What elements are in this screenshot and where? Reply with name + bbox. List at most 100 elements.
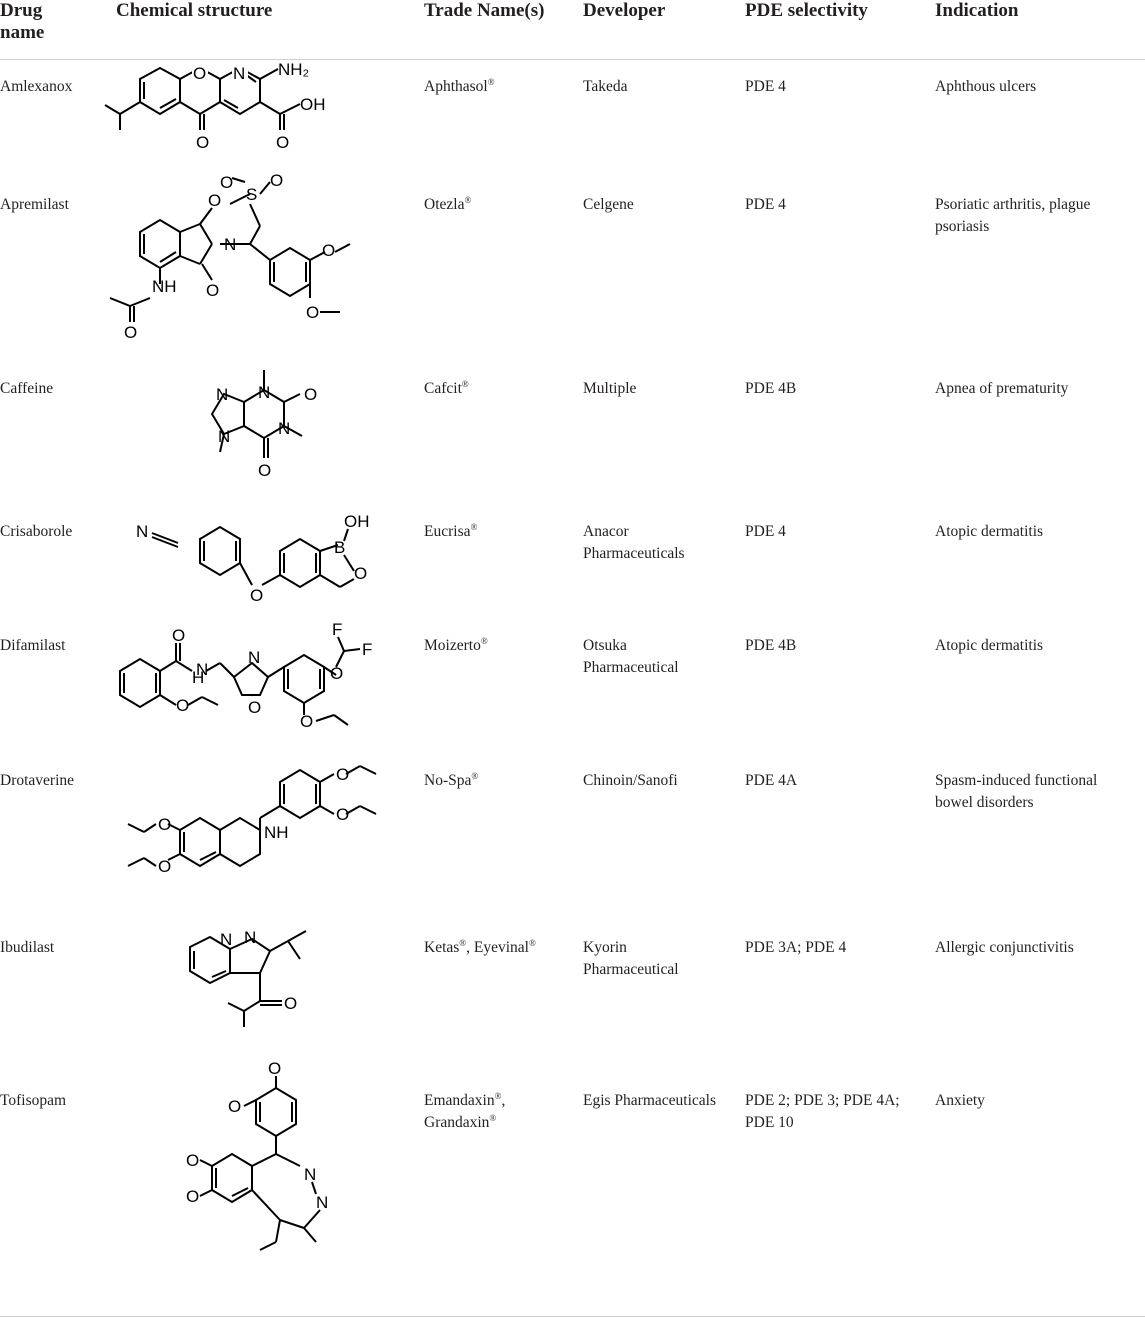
svg-text:F: F <box>362 640 372 659</box>
svg-text:H: H <box>192 668 204 687</box>
drug-name: Tofisopam <box>0 1092 67 1109</box>
developer: Otsuka Pharmaceutical <box>583 637 679 676</box>
developer: Kyorin Pharmaceutical <box>583 939 679 978</box>
footer-rule <box>0 1316 1145 1317</box>
developer: Egis Pharmaceuticals <box>583 1092 716 1109</box>
svg-text:N: N <box>304 1165 316 1184</box>
drug-name: Crisaborole <box>0 523 73 540</box>
pde-selectivity: PDE 4 <box>745 523 786 540</box>
svg-text:N: N <box>258 383 270 402</box>
svg-text:N: N <box>196 660 208 679</box>
svg-text:O: O <box>322 241 335 260</box>
drug-name: Amlexanox <box>0 78 73 95</box>
svg-text:O: O <box>186 1151 199 1170</box>
pde-selectivity: PDE 4 <box>745 78 786 95</box>
indication: Aphthous ulcers <box>935 78 1037 95</box>
svg-text:O: O <box>193 64 206 83</box>
svg-text:O: O <box>176 696 189 715</box>
svg-text:B: B <box>334 538 345 557</box>
svg-text:N: N <box>216 385 228 404</box>
difamilast-structure: O N H N O F F O O O <box>119 620 400 738</box>
header-rule <box>0 59 1145 60</box>
indication: Psoriatic arthritis, plague psoriasis <box>935 196 1091 235</box>
trade-names: Otezla® <box>424 194 472 213</box>
trade-names: Ketas®, Eyevinal® <box>424 937 536 956</box>
svg-text:OH: OH <box>344 512 370 531</box>
svg-text:N: N <box>316 1193 328 1212</box>
svg-text:O: O <box>270 171 283 190</box>
svg-text:O: O <box>208 191 221 210</box>
svg-text:O: O <box>306 303 319 322</box>
svg-text:O: O <box>258 461 271 480</box>
svg-text:O: O <box>250 586 263 605</box>
trade-names: Emandaxin®,Grandaxin® <box>424 1090 506 1131</box>
svg-text:O: O <box>220 173 233 192</box>
svg-text:O: O <box>284 994 297 1013</box>
drug-name: Drotaverine <box>0 772 75 789</box>
pde-selectivity: PDE 4 <box>745 196 786 213</box>
svg-text:N: N <box>278 419 290 438</box>
crisaborole-structure: N OH B O O <box>120 512 400 618</box>
svg-text:NH: NH <box>152 277 177 296</box>
indication: Atopic dermatitis <box>935 637 1044 654</box>
header-indication: Indication <box>935 0 1019 21</box>
indication: Apnea of prematurity <box>935 380 1069 397</box>
trade-names: Cafcit® <box>424 378 469 397</box>
trade-names: Moizerto® <box>424 635 488 654</box>
header-drug-name: Drug name <box>0 0 45 43</box>
svg-text:N: N <box>248 648 260 667</box>
developer: Takeda <box>583 78 628 95</box>
svg-text:N: N <box>244 928 256 947</box>
trade-names: Eucrisa® <box>424 521 478 540</box>
svg-text:N: N <box>136 522 148 541</box>
developer: Celgene <box>583 196 634 213</box>
svg-text:NH: NH <box>264 823 289 842</box>
svg-text:O: O <box>336 765 349 784</box>
svg-text:N: N <box>220 930 232 949</box>
svg-text:S: S <box>246 185 257 204</box>
svg-text:O: O <box>206 281 219 300</box>
svg-text:O: O <box>330 664 343 683</box>
indication: Atopic dermatitis <box>935 523 1044 540</box>
apremilast-structure: O S O O N O NH O O O <box>109 171 400 357</box>
developer: Multiple <box>583 380 637 397</box>
svg-text:OH: OH <box>300 95 326 114</box>
svg-text:O: O <box>158 857 171 876</box>
svg-text:O: O <box>304 385 317 404</box>
amlexanox-structure: O N NH₂ OH O O <box>104 60 400 169</box>
drug-name: Caffeine <box>0 380 54 397</box>
trade-names: No-Spa® <box>424 770 479 789</box>
trade-names: Aphthasol® <box>424 76 495 95</box>
header-chemical-structure: Chemical structure <box>116 0 273 21</box>
header-developer: Developer <box>583 0 666 21</box>
drug-name: Ibudilast <box>0 939 55 956</box>
svg-text:O: O <box>276 133 289 152</box>
svg-text:NH₂: NH₂ <box>278 60 309 79</box>
pde-selectivity: PDE 4A <box>745 772 798 789</box>
svg-text:O: O <box>268 1059 281 1078</box>
developer: Chinoin/Sanofi <box>583 772 678 789</box>
svg-text:O: O <box>248 698 261 717</box>
pde-selectivity: PDE 3A; PDE 4 <box>745 939 847 956</box>
drug-name: Apremilast <box>0 196 69 213</box>
svg-text:O: O <box>158 815 171 834</box>
svg-text:O: O <box>172 626 185 645</box>
indication: Spasm-induced functional bowel disorders <box>935 772 1098 811</box>
caffeine-structure: N N O N N O <box>120 368 400 503</box>
header-trade-names: Trade Name(s) <box>424 0 545 21</box>
header-pde-selectivity: PDE selectivity <box>745 0 868 21</box>
pde-selectivity: PDE 4B <box>745 637 797 654</box>
svg-text:F: F <box>332 620 342 639</box>
ibudilast-structure: N N O <box>120 927 400 1062</box>
svg-text:N: N <box>224 235 236 254</box>
drug-name: Difamilast <box>0 637 66 654</box>
svg-text:O: O <box>336 805 349 824</box>
indication: Allergic conjunctivitis <box>935 939 1074 956</box>
pde-selectivity: PDE 2; PDE 3; PDE 4A; PDE 10 <box>745 1092 900 1131</box>
svg-text:O: O <box>300 712 313 731</box>
svg-text:N: N <box>218 427 230 446</box>
pde-selectivity: PDE 4B <box>745 380 797 397</box>
drotaverine-structure: O O O O NH <box>120 762 400 907</box>
svg-text:O: O <box>228 1097 241 1116</box>
